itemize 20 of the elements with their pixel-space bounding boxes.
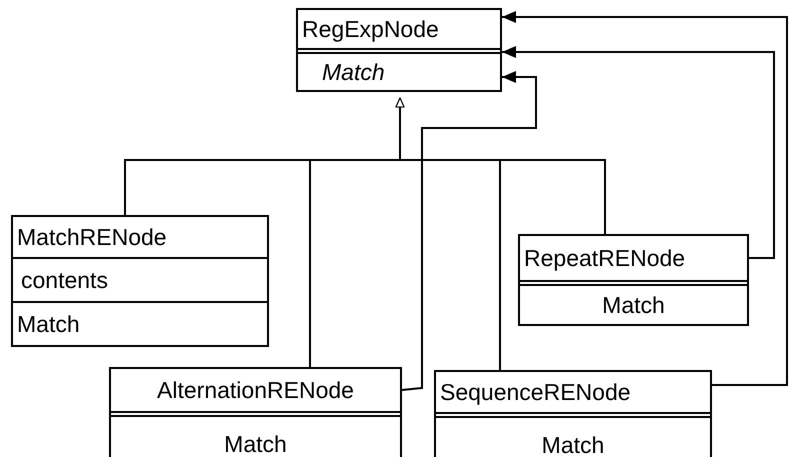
class-box xyxy=(109,367,402,457)
method-name: Match xyxy=(17,312,80,336)
method-name: Match xyxy=(322,60,385,84)
class-box xyxy=(11,215,269,347)
association-arrow xyxy=(502,46,775,259)
class-box xyxy=(434,370,712,457)
method-name: Match xyxy=(542,434,604,456)
class-box xyxy=(518,234,749,326)
class-box xyxy=(296,8,502,92)
class-name: RegExpNode xyxy=(302,18,439,40)
association-arrow xyxy=(502,11,788,386)
class-name: MatchRENode xyxy=(17,226,167,248)
class-name: RepeatRENode xyxy=(524,246,686,270)
class-name: SequenceRENode xyxy=(440,380,631,404)
inheritance-arrow xyxy=(396,98,606,234)
method-name: Match xyxy=(602,294,665,316)
association-arrow xyxy=(402,71,537,391)
attribute-name: contents xyxy=(21,268,108,292)
method-name: Match xyxy=(224,432,287,456)
class-name: AlternationRENode xyxy=(157,378,354,402)
